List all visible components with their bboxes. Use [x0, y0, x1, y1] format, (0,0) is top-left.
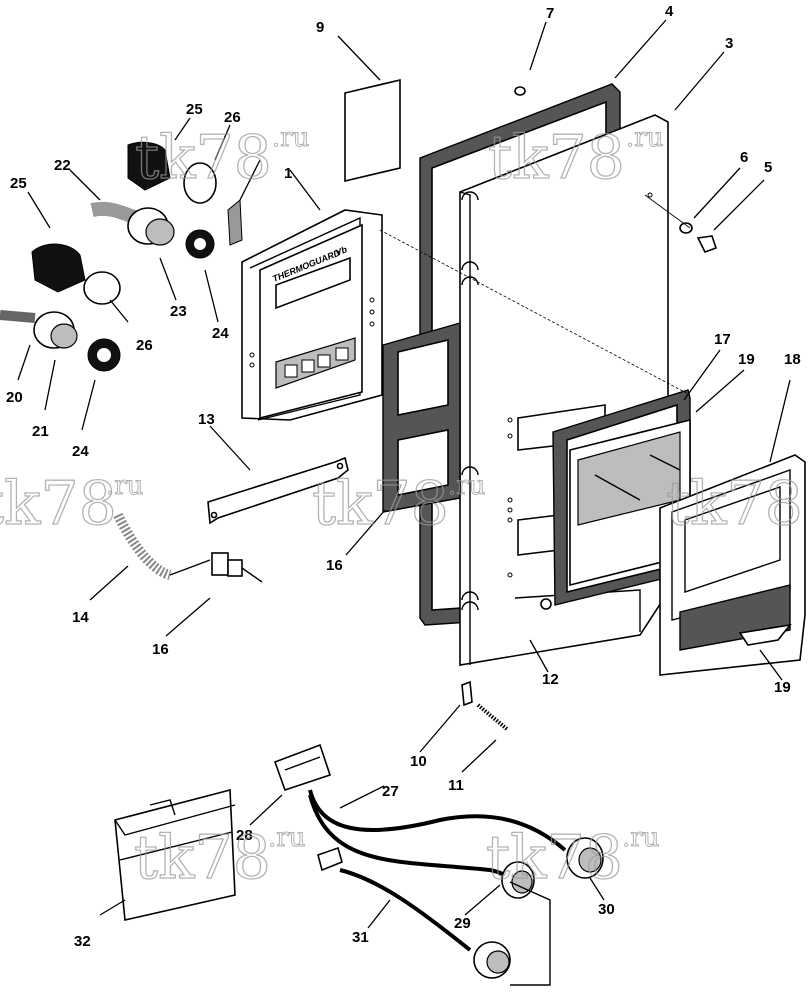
- watermark-4: tk78: [312, 469, 449, 539]
- hardware: [461, 86, 718, 732]
- callout-23: 23: [170, 303, 187, 320]
- switch-harness: [113, 512, 263, 583]
- callout-26-lower: 26: [136, 337, 153, 354]
- callout-26-upper: 26: [224, 109, 241, 126]
- watermark-6-suffix: .ru: [268, 823, 305, 853]
- callout-16-right: 17: [714, 331, 731, 348]
- callout-1: 1: [284, 165, 292, 182]
- watermark-4-suffix: .ru: [448, 471, 485, 501]
- watermark-5: tk78: [666, 469, 803, 539]
- leader-lines: [17, 19, 791, 929]
- callout-10: 11: [448, 777, 464, 794]
- lower-harness: [273, 743, 604, 986]
- callout-24-upper: 24: [212, 325, 229, 342]
- callout-13: 14: [72, 609, 89, 626]
- watermark-3-suffix: .ru: [106, 471, 143, 501]
- callout-16-left: 16: [326, 557, 343, 574]
- callout-24-lower: 24: [72, 443, 89, 460]
- callout-12: 13: [198, 411, 215, 428]
- callout-22: 22: [54, 157, 71, 174]
- callout-31: 31: [352, 929, 369, 946]
- callout-3: 3: [725, 35, 733, 52]
- callout-5: 5: [764, 159, 772, 176]
- callout-20: 20: [6, 389, 23, 406]
- thermoguard-controller: THERMOGUARD Vb: [241, 209, 383, 421]
- callout-30: 30: [598, 901, 615, 918]
- callout-25-upper: 25: [186, 101, 203, 118]
- watermark-3: tk78: [0, 469, 117, 539]
- decal: [344, 78, 401, 183]
- watermark-7-suffix: .ru: [622, 823, 659, 853]
- panel-model-text: Vb: [334, 244, 349, 258]
- watermark-1: tk78: [135, 123, 272, 193]
- callout-7: 7: [546, 5, 554, 22]
- callout-8: 9: [316, 19, 324, 36]
- door-bezel: [659, 454, 806, 676]
- callout-32: 32: [74, 933, 91, 950]
- watermarks: tk78 .ru tk78 .ru tk78 .ru tk78 .ru tk78…: [0, 122, 803, 893]
- rear-gasket: [382, 322, 461, 513]
- controller-module: [114, 788, 236, 921]
- callout-19: 19: [774, 679, 791, 696]
- callout-28: 28: [236, 827, 253, 844]
- mounting-bracket: [207, 456, 349, 525]
- callout-11: 12: [542, 671, 559, 688]
- connector-cluster: [0, 141, 243, 372]
- callout-29: 29: [454, 915, 471, 932]
- callout-4: 4: [665, 3, 674, 20]
- callout-labels: 9 7 4 3 6 5 1 25 26 25 22 23 24 26 20 21…: [6, 3, 801, 950]
- callout-6: 6: [740, 149, 748, 166]
- watermark-7: tk78: [486, 823, 623, 893]
- callout-9: 10: [410, 753, 427, 770]
- callout-14: 16: [152, 641, 169, 658]
- callout-17: 18: [784, 351, 801, 368]
- watermark-2: tk78: [488, 123, 625, 193]
- callout-18: 19: [738, 351, 755, 368]
- callout-25-lower: 25: [10, 175, 27, 192]
- watermark-6: tk78: [134, 823, 271, 893]
- watermark-2-suffix: .ru: [626, 123, 663, 153]
- callout-27: 27: [382, 783, 399, 800]
- watermark-1-suffix: .ru: [272, 123, 309, 153]
- callout-21: 21: [32, 423, 49, 440]
